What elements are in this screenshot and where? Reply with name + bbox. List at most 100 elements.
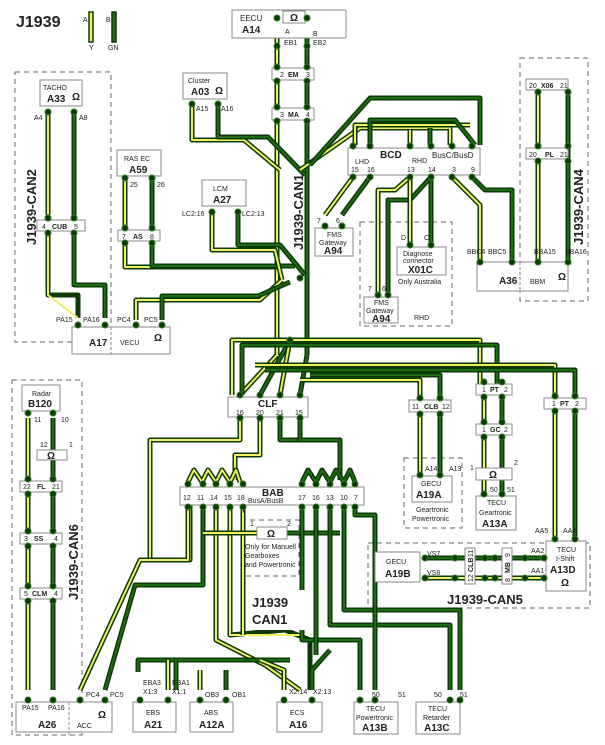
label: Geartronic <box>479 510 512 517</box>
pin-dot <box>256 391 264 399</box>
box-outline <box>271 107 315 121</box>
pin-dot <box>427 173 435 181</box>
connector-pt-right: 1 PT 2 <box>543 397 587 410</box>
terminator-icon: Ω <box>154 333 162 344</box>
box-outline <box>36 219 86 232</box>
pin-dot <box>49 490 57 498</box>
unit-eecu: EECU A14 Ω A B EB1 EB2 <box>231 9 347 47</box>
label: TECU <box>428 706 447 713</box>
label: 5 <box>74 224 78 231</box>
label: 11 <box>34 417 41 424</box>
box-outline <box>476 261 569 292</box>
can-wire-yellow <box>135 279 283 320</box>
connector-cub: 4 CUB 5 <box>36 219 86 232</box>
label: A27 <box>213 195 232 206</box>
pin-dot <box>236 414 244 422</box>
box-outline <box>475 383 513 396</box>
label: Radar <box>32 391 52 398</box>
connector-bcd: BCD BusC/BusD LHD RHD 15 16 13 14 3 9 <box>347 147 481 176</box>
box-outline <box>464 547 476 585</box>
can-wire-yellow <box>47 112 79 319</box>
label: A33 <box>47 94 66 105</box>
label: A36 <box>499 276 518 287</box>
box-outline <box>543 397 587 410</box>
label: Gateway <box>319 240 347 247</box>
box-outline <box>411 475 453 503</box>
pin-dot <box>481 574 489 582</box>
label: LC2:13 <box>242 211 265 218</box>
pin-dot <box>340 503 348 511</box>
label: 12 <box>40 442 48 449</box>
label: 4 <box>54 536 58 543</box>
label: ACC <box>77 723 92 730</box>
pin-dot <box>498 378 506 386</box>
can-wire-green <box>151 178 295 267</box>
label: A4 <box>34 115 43 122</box>
can-wire-yellow <box>354 124 470 145</box>
can-wire-green <box>279 418 300 441</box>
pin-dot <box>416 471 424 479</box>
pin-dot <box>349 173 357 181</box>
pin-dot <box>148 239 156 247</box>
pin-dot <box>208 208 216 216</box>
label: PC5 <box>110 692 124 699</box>
label: and Powertronic <box>245 562 296 569</box>
pin-dot <box>212 480 220 488</box>
pin-dot <box>49 475 57 483</box>
pin-dot <box>70 229 78 237</box>
label: PA15 <box>22 705 39 712</box>
legend-pin-a: A <box>83 17 88 24</box>
label: A16 <box>221 106 234 113</box>
legend-yellow-wire <box>88 11 94 43</box>
terminator-icon: Ω <box>215 86 223 97</box>
pin-dot <box>24 409 32 417</box>
pin-dot <box>480 490 488 498</box>
pin-dot <box>24 475 32 483</box>
pin-dot <box>374 291 382 299</box>
can2-region <box>14 71 112 343</box>
label: 3 <box>306 72 310 79</box>
pin-dot <box>371 696 379 704</box>
label: EB2 <box>313 40 326 47</box>
pin-dot <box>456 696 464 704</box>
label: EM <box>288 72 299 79</box>
can-wire-green <box>327 505 453 690</box>
box-outline <box>501 547 513 585</box>
label: 7 <box>122 234 126 241</box>
terminator-icon: Ω <box>558 272 566 283</box>
label: 1 <box>470 465 474 472</box>
pin-dot <box>564 258 572 266</box>
label: BBC4 <box>467 249 485 256</box>
pin-dot <box>534 142 542 150</box>
label: 3 <box>24 536 28 543</box>
can-wire-green <box>329 505 451 690</box>
pin-dot <box>49 409 57 417</box>
label: 1 <box>482 427 486 434</box>
pin-dot <box>49 696 57 704</box>
can-wire-yellow <box>299 127 451 171</box>
label: CLM <box>32 591 47 598</box>
label: 51 <box>398 692 406 699</box>
terminator-icon: Ω <box>267 529 275 540</box>
label: 20 <box>529 152 537 159</box>
label: TACHO <box>43 85 68 92</box>
label: TECU <box>557 547 576 554</box>
pin-dot <box>436 410 444 418</box>
label: A16 <box>289 720 308 731</box>
label: A26 <box>38 720 57 731</box>
label: TECU <box>487 500 506 507</box>
label: GECU <box>386 559 406 566</box>
unit-a36-bbm: A36 BBM Ω BBC4 BBC5 BBA15 BBA16 <box>467 249 587 292</box>
label: 15 <box>351 167 359 174</box>
pin-dot <box>427 241 435 249</box>
label: 12 <box>183 495 191 502</box>
connector-ss: 3 SS 4 <box>19 532 63 545</box>
box-outline <box>353 701 399 735</box>
pin-dot <box>480 433 488 441</box>
can-wire-green <box>299 418 341 480</box>
box-outline <box>227 396 309 418</box>
pin-dot <box>384 291 392 299</box>
label: B120 <box>28 399 52 410</box>
box-outline <box>475 423 513 436</box>
